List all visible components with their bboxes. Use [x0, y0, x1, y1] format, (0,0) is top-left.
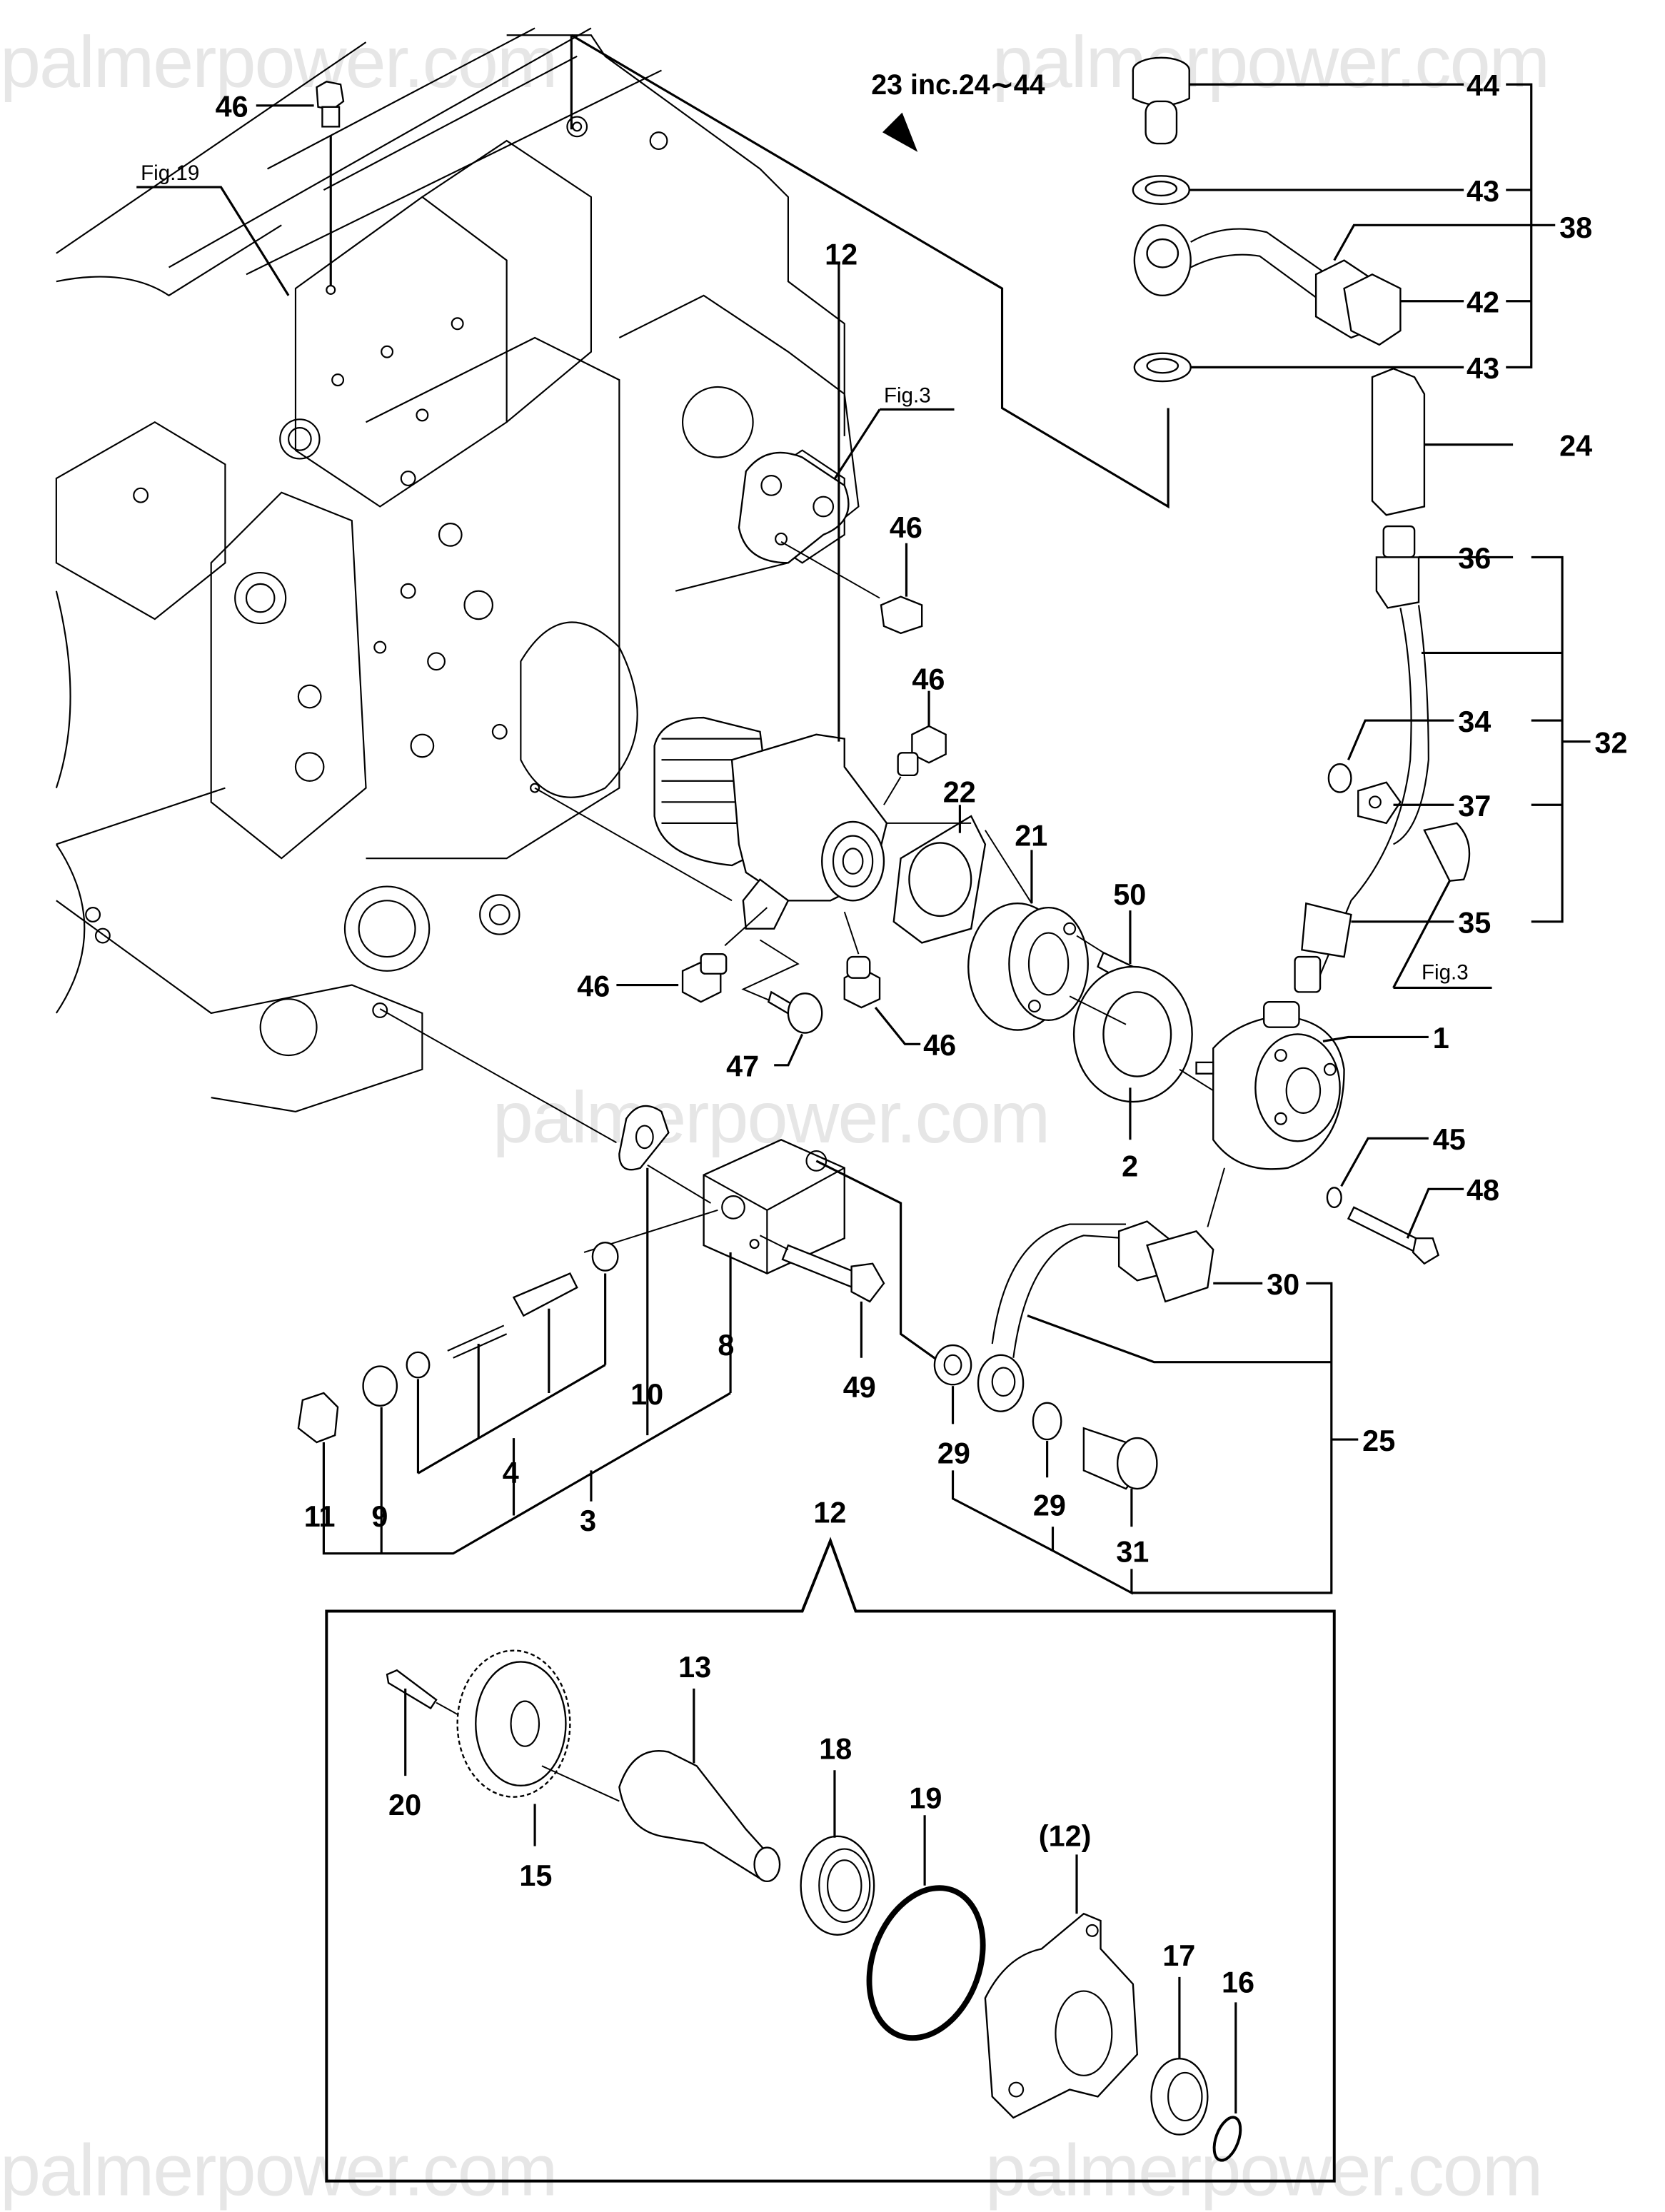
part-43-washer-upper: 43 [1132, 175, 1499, 208]
part-2-gasket: 2 [1069, 965, 1193, 1183]
part-17-bearing: 17 [1150, 1939, 1209, 2136]
part-22-gasket: 22 [886, 775, 987, 944]
watermark: palmerpower.com [0, 2128, 556, 2211]
part-32-pipe-assembly: 36 34 37 35 32 Fig.3 [1294, 525, 1627, 993]
part-44-banjo-bolt: 44 [1132, 56, 1499, 145]
callout-46: 46 [890, 511, 922, 544]
callout-3: 3 [580, 1504, 596, 1537]
leader-line [570, 34, 1169, 509]
callout-46: 46 [577, 970, 610, 1002]
part-43-washer-lower: 43 [1133, 352, 1499, 385]
callout-17: 17 [1162, 1939, 1195, 1972]
callout-35: 35 [1458, 907, 1491, 940]
part-46-plug-lower-left: 46 [577, 907, 768, 1003]
part-45-washer: 45 [1326, 1123, 1466, 1209]
callout-12: 12 [825, 238, 857, 271]
callout-32: 32 [1594, 726, 1627, 759]
callout-29: 29 [1033, 1489, 1066, 1522]
callout-11: 11 [304, 1500, 336, 1533]
callout-46: 46 [923, 1029, 956, 1062]
part-38-pipe: 38 [1133, 211, 1592, 346]
callout-20: 20 [388, 1789, 421, 1821]
fig3-label-upper: Fig.3 [884, 384, 931, 408]
callout-13: 13 [678, 1651, 711, 1684]
callout-10: 10 [630, 1378, 663, 1411]
callout-37: 37 [1458, 790, 1491, 823]
part-20-screw: 20 [386, 1669, 463, 1821]
callout-46: 46 [216, 91, 248, 124]
callout-50: 50 [1113, 878, 1146, 911]
pointer-arrow-icon [882, 112, 918, 152]
callout-12-inset: 12 [813, 1496, 846, 1529]
part-3-valve-assembly: 8 10 4 3 11 9 [297, 1008, 845, 1555]
fig19-label: Fig.19 [141, 161, 199, 185]
fig3-label-right: Fig.3 [1422, 961, 1469, 985]
callout-22: 22 [943, 775, 976, 808]
callout-15: 15 [519, 1859, 552, 1892]
part-46-plug-mid: 46 [780, 511, 923, 635]
watermarks: palmerpower.com palmerpower.com palmerpo… [0, 21, 1550, 2211]
callout-45: 45 [1433, 1123, 1466, 1156]
part-49-bolt: 49 [760, 1235, 885, 1404]
part-47-bolt: 47 [726, 939, 823, 1083]
part-15-gear: 15 [456, 1649, 620, 1892]
callout-36: 36 [1458, 542, 1491, 575]
callout-49: 49 [843, 1371, 876, 1404]
part-12-housing: (12) [984, 1820, 1138, 2119]
bracket-23 [1506, 83, 1533, 368]
callout-2: 2 [1122, 1150, 1138, 1183]
callout-8: 8 [718, 1329, 734, 1362]
part-25-return-pipe: 30 25 29 29 31 [815, 1160, 1395, 1595]
part-13-shaft: 13 [618, 1651, 781, 1883]
callout-42: 42 [1467, 286, 1499, 319]
callout-30: 30 [1267, 1268, 1299, 1301]
watermark: palmerpower.com [992, 21, 1549, 103]
callout-21: 21 [1015, 819, 1047, 852]
figure-ref-fig19: Fig.19 [136, 161, 290, 296]
callout-43: 43 [1467, 175, 1499, 208]
part-46-plug-top-left: 46 [216, 81, 345, 295]
callout-46: 46 [912, 663, 945, 696]
part-19-o-ring: 19 [866, 1781, 986, 2041]
part-48-bolt: 48 [1347, 1174, 1499, 1265]
part-24-connector: 24 [1371, 368, 1592, 516]
callout-16: 16 [1222, 1966, 1254, 1999]
part-21-spacer: 21 [967, 819, 1089, 1031]
callout-25: 25 [1362, 1424, 1395, 1457]
callout-34: 34 [1458, 705, 1491, 738]
part-46-plug-lower-right: 46 [843, 911, 956, 1062]
part-18-bearing: 18 [800, 1732, 875, 1936]
callout-9: 9 [371, 1500, 388, 1533]
engine-block [55, 27, 860, 1112]
callout-48: 48 [1467, 1174, 1499, 1207]
inset-12-detail: 12 20 15 13 [325, 1496, 1336, 2183]
watermark: palmerpower.com [0, 21, 556, 103]
callout-19: 19 [909, 1781, 942, 1814]
callout-29: 29 [937, 1437, 970, 1470]
part-46-plug-upper-right: 46 [883, 663, 947, 805]
callout-44: 44 [1467, 69, 1499, 102]
callout-38: 38 [1559, 211, 1592, 244]
callout-43: 43 [1467, 352, 1499, 385]
callout-31: 31 [1116, 1536, 1149, 1569]
figure-ref-fig3-upper: Fig.3 [738, 384, 955, 564]
callout-18: 18 [819, 1732, 852, 1765]
callout-47: 47 [726, 1050, 759, 1083]
callout-24: 24 [1559, 430, 1592, 463]
part-16-snap-ring: 16 [1212, 1966, 1254, 2162]
part-12-drive-assembly: 12 [534, 238, 888, 930]
part-1-pump: 1 [1179, 1000, 1449, 1227]
assembly-note: 23 inc.24∼44 [871, 69, 1045, 101]
assembly-note-23: 23 inc.24∼44 [871, 69, 1045, 152]
callout-1: 1 [1433, 1022, 1449, 1055]
watermark: palmerpower.com [985, 2128, 1541, 2211]
callout-12-housing: (12) [1039, 1820, 1092, 1853]
part-42-elbow: 42 [1400, 286, 1499, 319]
callout-4: 4 [503, 1457, 519, 1489]
